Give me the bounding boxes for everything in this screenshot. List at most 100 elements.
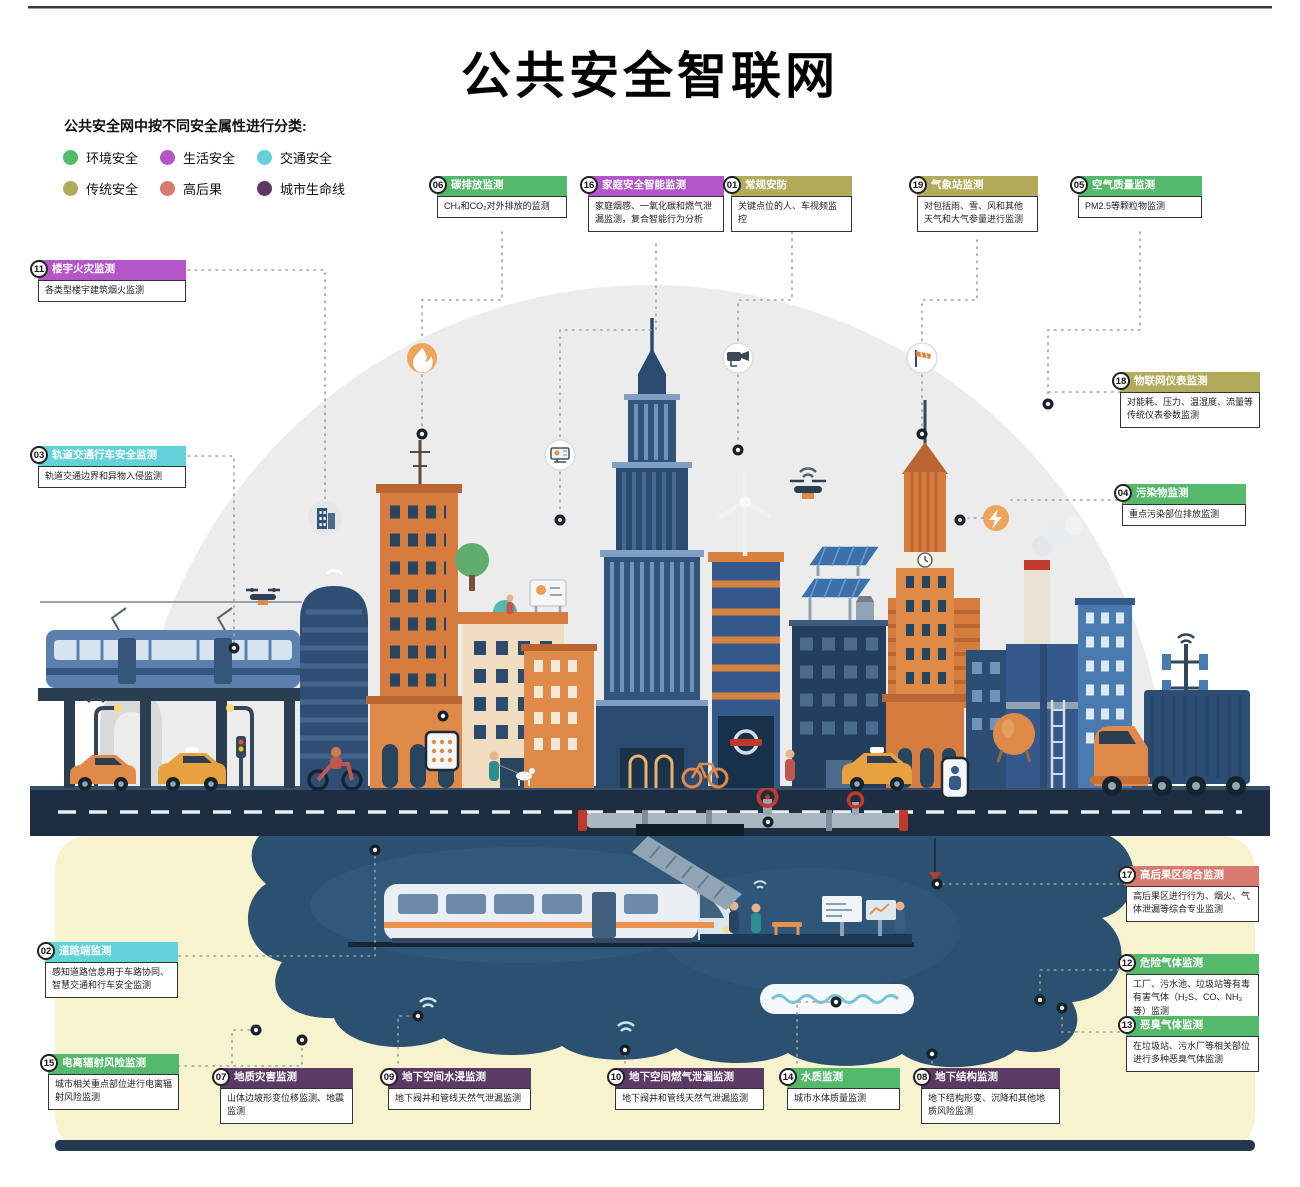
subway-track [348,942,914,947]
callout-desc: 重点污染部位排放监测 [1122,503,1246,527]
skyscraper [596,318,708,788]
escalator [632,824,744,910]
subway-train [384,884,735,943]
building-icon [308,501,342,535]
callout-general-security: 01 常规安防 关键点位的人、车视频监控 [723,176,852,232]
callout-title: 恶臭气体监测 [1126,1016,1259,1036]
legend-swatch-traffic [257,150,272,165]
truck [1090,690,1250,796]
wifi-icon [1177,633,1195,644]
callout-weather-station: 19 气象站监测 对包括雨、雪、风和其他天气和大气参量进行监测 [909,176,1038,232]
legend-swatch-environment [63,150,78,165]
callout-number: 15 [40,1054,58,1072]
callout-title: 地下空间水浸监测 [388,1068,531,1088]
callout-title: 水质监测 [787,1068,900,1088]
callout-number: 07 [212,1068,230,1086]
legend-label: 城市生命线 [280,182,346,197]
callout-title: 轨道交通行车安全监测 [38,446,186,466]
legend-item-traffic: 交通安全 [257,148,332,167]
callout-underground-gas-leak: 10 地下空间燃气泄漏监测 地下阀井和管线天然气泄漏监测 [607,1068,764,1111]
callout-air-quality: 05 空气质量监测 PM2.5等颗粒物监测 [1070,176,1202,219]
callout-title: 电离辐射风险监测 [48,1054,179,1074]
callout-desc: 感知道路信息用于车路协同、智慧交通和行车安全监测 [45,961,178,998]
callout-title: 道路端监测 [45,942,178,962]
legend-item-life: 生活安全 [160,148,257,167]
striped-building [708,552,784,788]
callout-desc: PM2.5等颗粒物监测 [1078,195,1202,219]
callout-water-quality: 14 水质监测 城市水体质量监测 [779,1068,900,1111]
drone-icon [246,588,280,605]
hanging-sensor-icon [929,838,941,881]
callout-desc: 对能耗、压力、温湿度、流量等传统仪表参数监测 [1120,391,1260,428]
callout-desc: 各类型楼宇建筑烟火监测 [38,279,186,303]
callout-desc: 地下阀井和管线天然气泄漏监测 [615,1087,764,1111]
industrial-plant [993,517,1135,788]
callout-title: 污染物监测 [1122,484,1246,504]
callout-desc: 家庭烟感、一氧化碳和燃气泄漏监测，复合智能行为分析 [588,195,724,232]
callout-number: 14 [779,1068,797,1086]
callout-title: 家庭安全智能监测 [588,176,724,196]
monitor-icon [544,439,576,471]
callout-number: 06 [429,176,447,194]
callout-carbon-emission: 06 碳排放监测 CH₄和CO₂对外排放的监测 [429,176,567,219]
legend-item-lifeline: 城市生命线 [257,179,345,198]
callout-desc: 工厂、污水池、垃圾站等有毒有害气体（H₂S、CO、NH₃等）监测 [1126,973,1259,1024]
callout-rail-transit-safety: 03 轨道交通行车安全监测 轨道交通边界和异物入侵监测 [30,446,186,489]
callout-number: 13 [1118,1016,1136,1034]
callout-title: 地质灾害监测 [220,1068,353,1088]
callout-desc: 城市相关重点部位进行电离辐射风险监测 [48,1073,179,1110]
wifi-icon [753,880,767,889]
drone-icon [790,467,826,499]
callout-desc: 城市水体质量监测 [787,1087,900,1111]
callout-desc: 对包括雨、雪、风和其他天气和大气参量进行监测 [917,195,1038,232]
callout-hazardous-gas: 12 危险气体监测 工厂、污水池、垃圾站等有毒有害气体（H₂S、CO、NH₃等）… [1118,954,1259,1024]
callout-ionizing-radiation: 15 电离辐射风险监测 城市相关重点部位进行电离辐射风险监测 [40,1054,179,1110]
legend-label: 传统安全 [86,182,139,197]
legend-item-traditional: 传统安全 [63,179,160,198]
pedestrians [489,749,795,786]
callout-desc: 关键点位的人、车视频监控 [731,195,852,232]
wifi-icon [325,569,343,575]
legend-label: 生活安全 [183,151,236,166]
orange-tower [366,440,470,788]
legend-label: 交通安全 [280,151,333,166]
callout-desc: 轨道交通边界和异物入侵监测 [38,465,186,489]
callout-desc: 地下阀井和管线天然气泄漏监测 [388,1087,531,1111]
callout-number: 18 [1112,372,1130,390]
page-title: 公共安全智联网 [461,48,839,104]
legend: 环境安全 生活安全 交通安全 传统安全 高后果 城市生命线 [63,148,393,210]
callout-title: 地下结构监测 [921,1068,1060,1088]
callout-desc: 山体边坡形变位移监测、地震监测 [220,1087,353,1124]
power-icon [983,505,1009,531]
legend-label: 环境安全 [86,151,139,166]
storage-tank [993,713,1035,755]
callout-desc: CH₄和CO₂对外排放的监测 [437,195,567,219]
callout-title: 地下空间燃气泄漏监测 [615,1068,764,1088]
legend-caption: 公共安全网中按不同安全属性进行分类: [64,118,307,134]
callout-desc: 高后果区进行行为、烟火、气体泄漏等综合专业监测 [1126,885,1259,922]
wifi-icon [87,697,105,703]
callout-number: 04 [1114,484,1132,502]
callout-odor-gas: 13 恶臭气体监测 在垃圾站、污水厂等相关部位进行多种恶臭气体监测 [1118,1016,1259,1072]
callout-number: 03 [30,446,48,464]
callout-title: 楼宇火灾监测 [38,260,186,280]
street-lights [87,697,254,788]
orange-mid-building [521,644,597,788]
callout-number: 10 [607,1068,625,1086]
wifi-icon [419,997,437,1008]
bottom-border [55,1140,1255,1151]
callout-title: 高后果区综合监测 [1126,866,1259,886]
callout-title: 碳排放监测 [437,176,567,196]
callout-underground-structure: 08 地下结构监测 地下结构形变、沉降和其他地质风险监测 [913,1068,1060,1124]
flame-icon [407,343,437,373]
solar-panels [798,545,882,624]
legend-item-environment: 环境安全 [63,148,160,167]
callout-number: 11 [30,260,48,278]
callout-number: 12 [1118,954,1136,972]
callout-pollutant: 04 污染物监测 重点污染部位排放监测 [1114,484,1246,527]
callout-title: 危险气体监测 [1126,954,1259,974]
callout-geological-hazard: 07 地质灾害监测 山体边坡形变位移监测、地震监测 [212,1068,353,1124]
callout-high-consequence-area: 17 高后果区综合监测 高后果区进行行为、烟火、气体泄漏等综合专业监测 [1118,866,1259,922]
